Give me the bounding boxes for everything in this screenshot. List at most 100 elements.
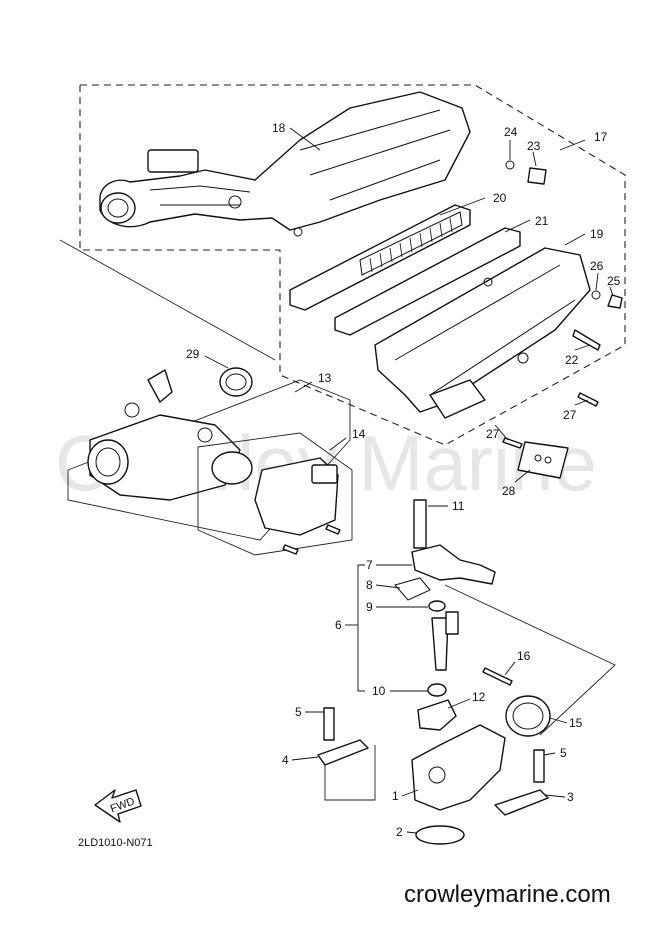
callout-26: 26 bbox=[590, 259, 604, 273]
callout-14: 14 bbox=[352, 427, 366, 441]
cover-edges bbox=[394, 264, 576, 396]
throttle-cam bbox=[147, 369, 173, 403]
callout-2: 2 bbox=[396, 825, 403, 839]
group-outline-13 bbox=[67, 379, 351, 541]
case-ribs bbox=[149, 109, 451, 206]
joint-port bbox=[428, 766, 446, 784]
part-29-hose-clamp bbox=[219, 367, 253, 397]
part-13-throttle-body bbox=[87, 369, 241, 501]
callout-5b: 5 bbox=[560, 746, 567, 760]
part-18-air-cleaner-case bbox=[99, 91, 471, 237]
cover-hole-a bbox=[483, 277, 493, 287]
part-21-gasket bbox=[334, 227, 521, 336]
part-20-filter-element bbox=[289, 204, 471, 311]
group-outline-right bbox=[444, 584, 616, 736]
sensor-screw-a bbox=[282, 544, 299, 555]
callout-17: 17 bbox=[594, 130, 608, 144]
sensor-connector bbox=[311, 464, 338, 484]
callout-numbers: 18 17 24 23 20 21 19 26 25 22 27 27 28 2… bbox=[186, 121, 621, 839]
callout-21: 21 bbox=[535, 214, 549, 228]
injector-connector bbox=[445, 611, 459, 635]
group-outline-left bbox=[324, 745, 376, 801]
filter-pleats bbox=[369, 217, 453, 273]
callout-15: 15 bbox=[569, 716, 583, 730]
part-1-intake-joint bbox=[411, 724, 506, 811]
group-outline-14 bbox=[197, 432, 353, 556]
callout-1: 1 bbox=[392, 789, 399, 803]
part-16-pin bbox=[482, 667, 513, 686]
clamp-ring-inner bbox=[225, 373, 247, 391]
filter-frame bbox=[289, 204, 471, 311]
filter-pleats-area bbox=[359, 211, 463, 276]
part-4-bracket bbox=[317, 739, 369, 766]
cover-body bbox=[374, 247, 591, 413]
part-14-sensor bbox=[211, 451, 341, 555]
manifold-group bbox=[317, 499, 616, 845]
callout-16: 16 bbox=[517, 649, 531, 663]
callout-18: 18 bbox=[272, 121, 286, 135]
duct-mouth-inner bbox=[107, 198, 129, 218]
callout-27a: 27 bbox=[563, 408, 577, 422]
part-9-o-ring bbox=[428, 600, 446, 612]
part-27a-screw bbox=[577, 392, 599, 407]
case-bolt-hole bbox=[293, 227, 303, 237]
clamp-ring bbox=[219, 367, 253, 397]
callout-5a: 5 bbox=[295, 705, 302, 719]
part-3-bracket bbox=[494, 789, 549, 816]
callout-3: 3 bbox=[567, 790, 574, 804]
callout-12: 12 bbox=[472, 690, 486, 704]
cover-hole-b bbox=[517, 352, 529, 364]
part-10-o-ring bbox=[427, 683, 447, 697]
callout-29: 29 bbox=[186, 347, 200, 361]
sensor-port bbox=[197, 427, 213, 443]
drawing-code: 2LD1010-N071 bbox=[78, 837, 153, 849]
part-26-clamp bbox=[591, 290, 601, 300]
part-28-damper bbox=[517, 441, 569, 479]
part-22-screw bbox=[572, 329, 601, 351]
group-outline-17 bbox=[79, 84, 626, 446]
part-23-plug bbox=[527, 167, 547, 185]
duct-mouth bbox=[100, 192, 136, 224]
callout-20: 20 bbox=[493, 191, 507, 205]
throttle-pulley bbox=[124, 402, 140, 418]
callout-11: 11 bbox=[452, 499, 465, 513]
callout-22: 22 bbox=[565, 353, 579, 367]
callout-28: 28 bbox=[502, 484, 516, 498]
callout-13: 13 bbox=[318, 371, 332, 385]
part-19-case-cover bbox=[374, 247, 591, 419]
injector-body bbox=[431, 617, 449, 671]
part-2-gasket bbox=[415, 825, 465, 845]
callout-24: 24 bbox=[504, 125, 518, 139]
group-link-line bbox=[59, 239, 276, 361]
fwd-arrow-shape bbox=[94, 789, 142, 823]
callout-9: 9 bbox=[366, 600, 373, 614]
part-15-clamp bbox=[505, 695, 551, 737]
callout-7: 7 bbox=[366, 558, 373, 572]
sensor-screw-b bbox=[325, 524, 341, 535]
fwd-arrow: FWD bbox=[94, 789, 142, 823]
part-24-clip bbox=[505, 160, 515, 170]
cover-tab bbox=[429, 379, 486, 419]
part-8-clip bbox=[394, 577, 431, 601]
damper-hole-a bbox=[534, 454, 542, 462]
site-caption: crowleymarine.com bbox=[404, 881, 611, 908]
callout-4: 4 bbox=[282, 753, 289, 767]
callout-23: 23 bbox=[527, 139, 541, 153]
callout-25: 25 bbox=[607, 274, 621, 288]
part-25-cap bbox=[607, 294, 623, 309]
throttle-body-group bbox=[59, 239, 353, 556]
duct-clamp bbox=[228, 195, 242, 209]
callout-19: 19 bbox=[590, 227, 604, 241]
cover-fasteners bbox=[502, 160, 623, 479]
case-body bbox=[99, 91, 471, 231]
callout-8: 8 bbox=[366, 578, 373, 592]
sensor-gasket bbox=[211, 451, 253, 485]
clamp-15-inner bbox=[512, 702, 544, 730]
part-27b-screw bbox=[502, 437, 523, 449]
damper-hole-b bbox=[544, 456, 552, 464]
part-12-joint-gasket bbox=[417, 699, 457, 731]
throttle-bore-inner bbox=[95, 447, 121, 477]
callout-10: 10 bbox=[372, 684, 386, 698]
callout-6: 6 bbox=[335, 618, 342, 632]
part-11-bolt bbox=[413, 499, 427, 549]
